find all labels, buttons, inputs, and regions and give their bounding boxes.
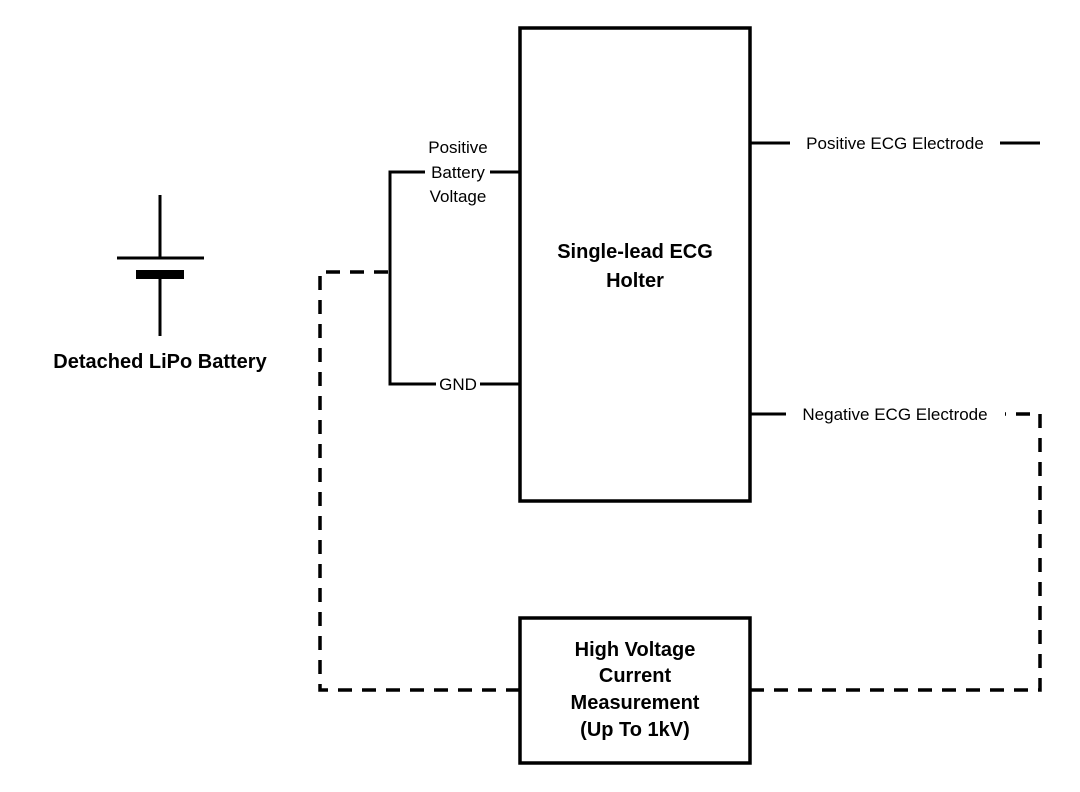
holter-title-line2: Holter: [606, 270, 664, 292]
measurement-line1: High Voltage: [575, 639, 696, 661]
vbat-label-line3: Voltage: [430, 187, 487, 206]
vbat-label-line2: Battery: [431, 163, 485, 182]
battery-symbol: [117, 195, 204, 336]
holter-box: [518, 26, 752, 503]
measurement-line3: Measurement: [571, 692, 700, 714]
measurement-box: [518, 616, 752, 765]
power-bracket-wire: [388, 170, 436, 386]
battery-plate-short: [136, 270, 184, 279]
measurement-loop-right: [750, 412, 1042, 692]
measurement-line2: Current: [599, 665, 672, 687]
battery-label: Detached LiPo Battery: [53, 351, 267, 373]
measurement-loop-left: [318, 270, 520, 692]
neg-electrode-label: Negative ECG Electrode: [802, 405, 987, 424]
vbat-label-line1: Positive: [428, 138, 488, 157]
holter-title-line1: Single-lead ECG: [557, 241, 713, 263]
pos-electrode-label: Positive ECG Electrode: [806, 134, 984, 153]
gnd-label: GND: [439, 375, 477, 394]
measurement-line4: (Up To 1kV): [580, 719, 690, 741]
